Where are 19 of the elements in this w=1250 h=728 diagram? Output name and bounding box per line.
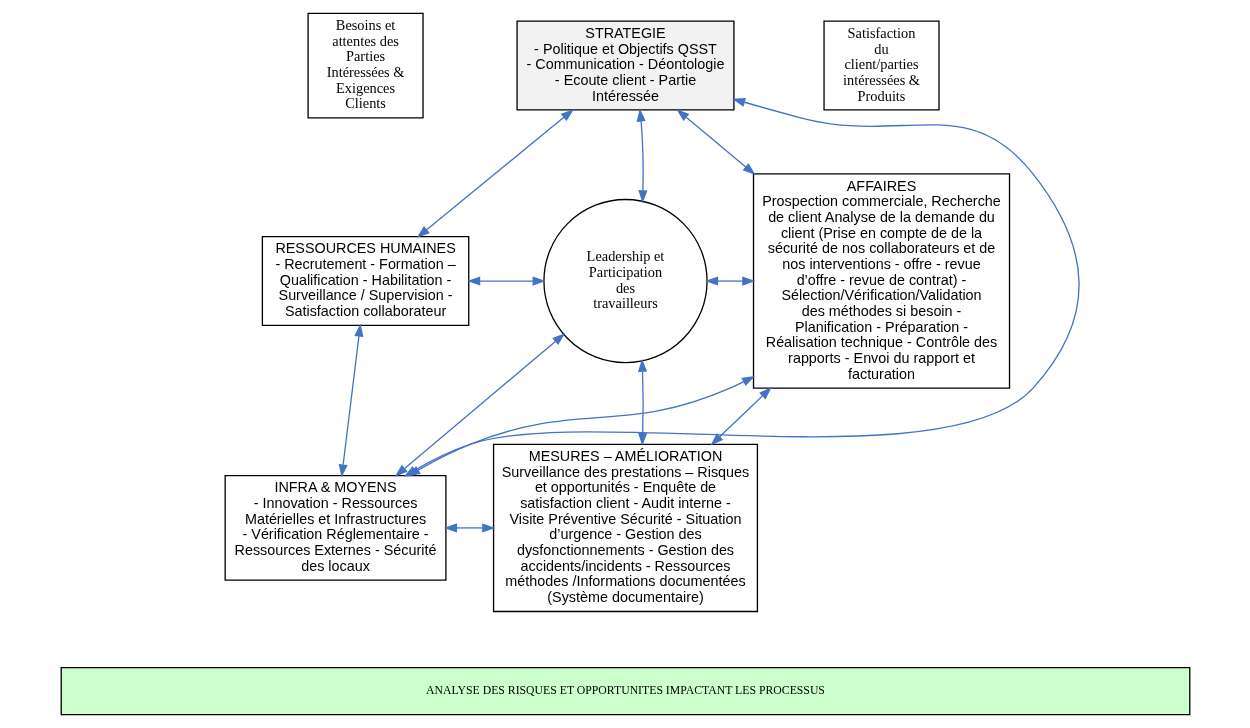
arrow bbox=[637, 358, 647, 447]
node-box: Besoins et attentes des Parties Intéressées & Exigences Clients bbox=[306, 12, 424, 119]
arrow bbox=[406, 375, 755, 477]
arrow bbox=[636, 108, 647, 204]
node-box: Satisfaction du client/parties intéressées & Produits bbox=[822, 20, 940, 111]
node-box: AFFAIRES Prospection commerciale, Recherche de client Analyse de la demande du client (Prise en compte de de la sécurité de nos collaborateurs et de nos interventions - offre - revue d’offre - revue de contrat) - Sélection/Vérification/Validation des méthodes si besoin - Planification - Préparation - Réalisation technique - Contrôle des rapports - Envoi du rapport et facturation bbox=[752, 173, 1010, 389]
node-box: ANALYSE DES RISQUES ET OPPORTUNITES IMPACTANT LES PROCESSUS bbox=[60, 667, 1190, 716]
arrow bbox=[466, 276, 546, 286]
node-box: STRATEGIE - Politique et Objectifs QSST - Communication - Déontologie - Ecoute client - Partie Intéressée bbox=[515, 20, 735, 111]
node-circle: Leadership et Participation des travailleurs bbox=[542, 198, 708, 364]
arrow bbox=[416, 109, 574, 238]
node-box: MESURES – AMÉLIORATION Surveillance des prestations – Risques et opportunités - Enquête de satisfaction client - Audit interne - Visite Préventive Sécurité - Situation d’urgence - Gestion des dysfonctionnements - Gestion des accidents/incidents - Ressources méthodes /Informations documentées (Système documentaire) bbox=[492, 443, 758, 613]
arrow bbox=[709, 387, 772, 446]
arrow bbox=[443, 523, 495, 533]
arrow bbox=[704, 276, 755, 286]
arrow bbox=[338, 323, 363, 478]
node-box: RESSOURCES HUMAINES - Recrutement - Formation – Qualification - Habilitation - Surveillance / Supervision - Satisfaction collaborateur bbox=[261, 236, 469, 327]
arrow bbox=[675, 109, 756, 176]
node-box: INFRA & MOYENS - Innovation - Ressources Matérielles et Infrastructures - Vérification Réglementaire - Ressources Externes - Sécurité des locaux bbox=[224, 475, 447, 581]
